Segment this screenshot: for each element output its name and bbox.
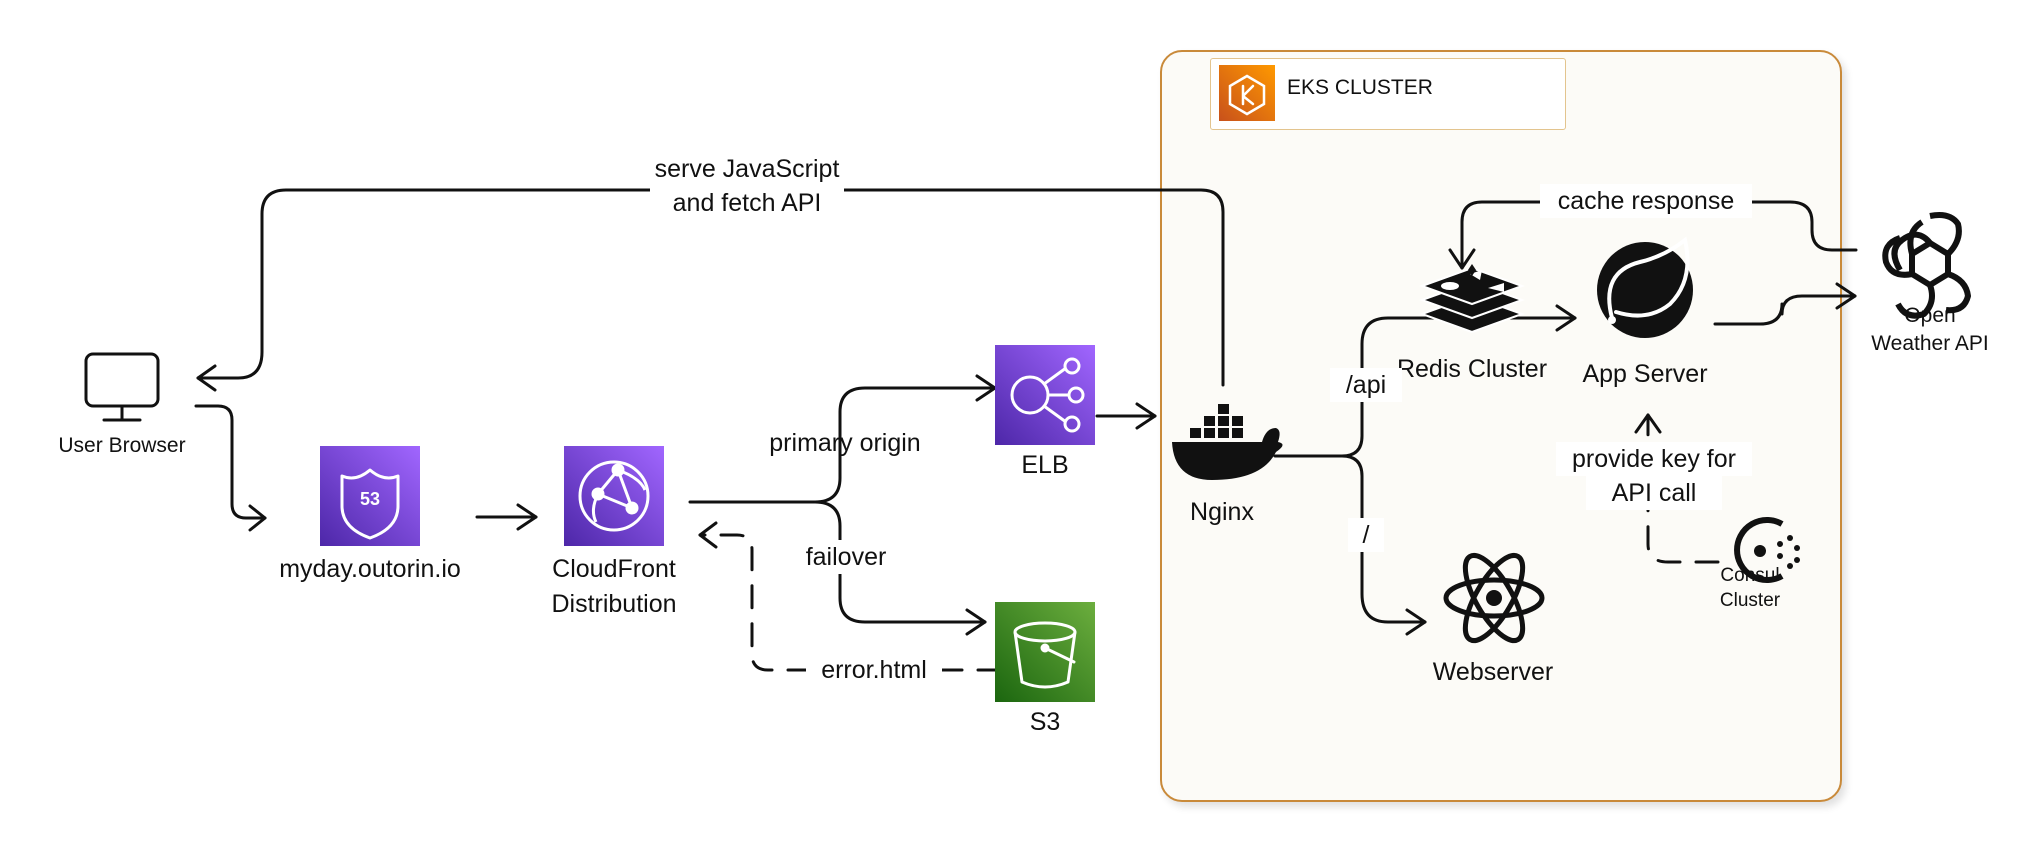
- redis-label: Redis Cluster: [1396, 355, 1548, 383]
- arrowhead-app: [1555, 304, 1577, 332]
- eks-cluster-group: [1160, 50, 1842, 802]
- webserver-label: Webserver: [1432, 658, 1554, 686]
- s3-bucket-icon: [995, 602, 1095, 702]
- edge-failover: [813, 500, 987, 624]
- elb-icon: [995, 345, 1095, 445]
- consul-label-line2: Cluster: [1719, 590, 1781, 611]
- edge-serve-js: [196, 188, 1225, 387]
- nginx-label: Nginx: [1190, 498, 1254, 526]
- weather-label-line1: Open: [1904, 304, 1956, 327]
- arrowhead-cloudfront-back: [698, 521, 718, 549]
- edge-label-api: /api: [1330, 368, 1402, 402]
- s3-label: S3: [1029, 708, 1061, 736]
- consul-icon: [1734, 517, 1800, 583]
- docker-icon: [1172, 404, 1283, 480]
- edge-label-cache: cache response: [1540, 184, 1752, 218]
- edge-label-failover: failover: [790, 540, 902, 574]
- monitor-icon: [84, 352, 160, 422]
- route53-label: myday.outorin.io: [279, 555, 461, 583]
- edge-label-error: error.html: [806, 653, 942, 687]
- arrowhead-route53: [248, 504, 267, 532]
- edge-nginx-web: [1340, 454, 1427, 624]
- edge-label-key-line1: provide key for: [1556, 442, 1752, 476]
- eks-icon: [1219, 65, 1275, 121]
- arrowhead-cloudfront: [516, 503, 538, 531]
- weather-label-line2: Weather API: [1871, 332, 1989, 355]
- arrowhead-app-key: [1634, 413, 1662, 434]
- react-icon: [1443, 552, 1545, 644]
- edge-app-weather: [1713, 294, 1857, 326]
- eks-cluster-title: EKS CLUSTER: [1287, 76, 1433, 99]
- edge-label-primary: primary origin: [769, 429, 921, 457]
- edge-error-html: [698, 533, 1002, 672]
- openai-icon: [1882, 212, 1971, 319]
- arrowhead-web: [1405, 608, 1427, 636]
- spring-icon: [1597, 236, 1693, 338]
- arrowhead-s3: [965, 608, 987, 636]
- arrowhead-redis: [1448, 248, 1476, 270]
- arrowhead-nginx: [1135, 402, 1157, 430]
- cloudfront-label-line1: CloudFront: [552, 555, 676, 583]
- cloudfront-label-line2: Distribution: [551, 590, 677, 618]
- edge-nginx-api: [1273, 316, 1577, 458]
- edge-label-serve-line2: and fetch API: [650, 186, 844, 220]
- elb-label: ELB: [1021, 451, 1069, 479]
- route53-icon: 53: [320, 446, 420, 546]
- redis-icon: [1419, 266, 1525, 334]
- arrowhead-weather: [1835, 282, 1857, 310]
- edge-label-serve-line1: serve JavaScript: [640, 152, 854, 186]
- app-server-label: App Server: [1582, 360, 1708, 388]
- edge-consul-app: [1646, 413, 1720, 564]
- consul-label-line1: Consul: [1720, 565, 1780, 586]
- browser-label: User Browser: [58, 434, 186, 457]
- redis-star: [1468, 264, 1476, 276]
- edge-label-key-line2: API call: [1586, 476, 1722, 510]
- arrowhead-browser: [196, 364, 217, 392]
- route53-badge: 53: [360, 489, 380, 509]
- edge-cloudfront-split: [688, 386, 997, 504]
- cloudfront-icon: [564, 446, 664, 546]
- edge-cache-response: [1460, 200, 1858, 270]
- edge-browser-route53: [194, 404, 267, 520]
- edge-label-root: /: [1348, 518, 1384, 552]
